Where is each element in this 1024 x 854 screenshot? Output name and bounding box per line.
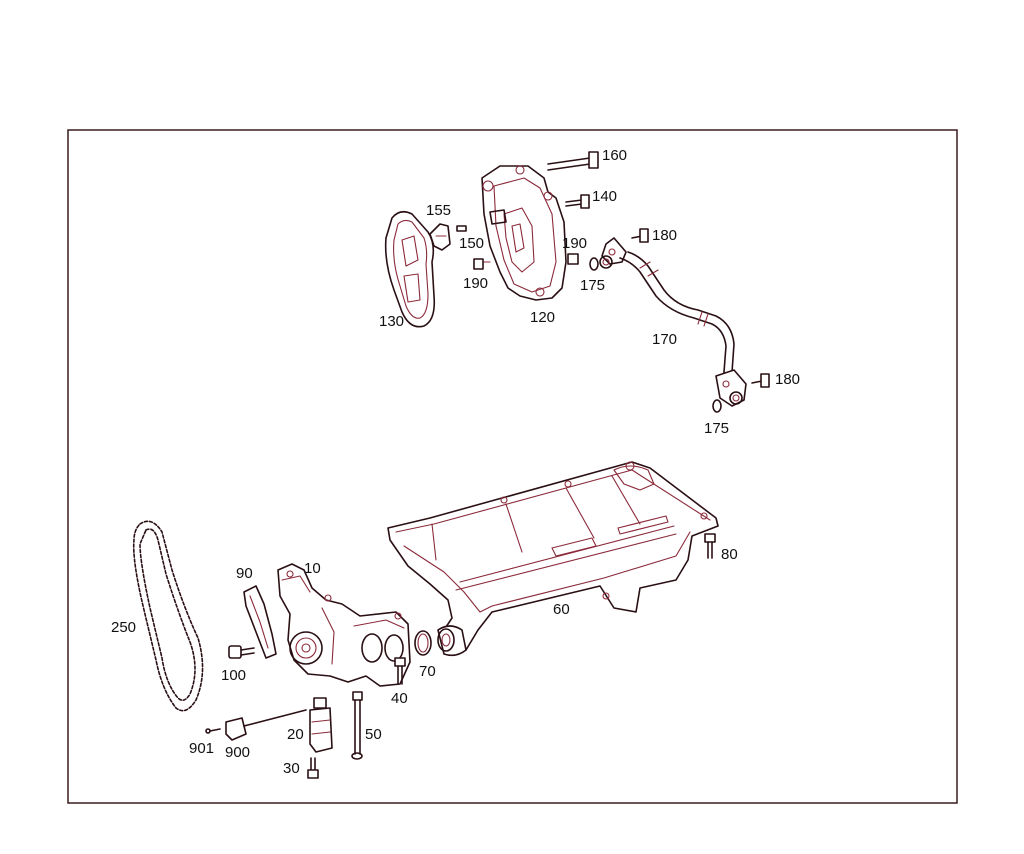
bolt-160 bbox=[547, 151, 599, 171]
label-70: 70 bbox=[419, 663, 436, 680]
pin-901 bbox=[205, 728, 221, 734]
washer-175-top bbox=[589, 257, 599, 271]
bolt-30 bbox=[307, 757, 319, 779]
diagram-frame bbox=[67, 129, 958, 804]
label-120: 120 bbox=[530, 309, 555, 326]
valve-20 bbox=[309, 697, 333, 753]
oring-70 bbox=[414, 630, 432, 656]
housing-120 bbox=[481, 165, 567, 301]
label-250: 250 bbox=[111, 619, 136, 636]
bolt-180-bottom bbox=[751, 373, 770, 388]
connector-900 bbox=[225, 709, 307, 741]
bolt-180-top bbox=[631, 228, 649, 243]
label-900: 900 bbox=[225, 744, 250, 761]
label-40: 40 bbox=[391, 690, 408, 707]
callout-labels: 160 140 155 150 190 180 190 175 130 120 … bbox=[111, 147, 800, 777]
gasket-130 bbox=[384, 210, 436, 328]
label-80: 80 bbox=[721, 546, 738, 563]
label-20: 20 bbox=[287, 726, 304, 743]
label-10: 10 bbox=[304, 560, 321, 577]
pin-150 bbox=[456, 225, 467, 232]
label-140: 140 bbox=[592, 188, 617, 205]
label-30: 30 bbox=[283, 760, 300, 777]
label-150: 150 bbox=[459, 235, 484, 252]
label-901: 901 bbox=[189, 740, 214, 757]
label-175-top: 175 bbox=[580, 277, 605, 294]
label-50: 50 bbox=[365, 726, 382, 743]
oil-pump-10 bbox=[277, 563, 411, 687]
bolt-50 bbox=[351, 691, 363, 760]
label-90: 90 bbox=[236, 565, 253, 582]
guide-90 bbox=[243, 585, 277, 659]
label-155: 155 bbox=[426, 202, 451, 219]
oil-pan-60 bbox=[387, 461, 719, 657]
label-160: 160 bbox=[602, 147, 627, 164]
bolt-100 bbox=[228, 645, 255, 659]
plug-190-left bbox=[473, 258, 491, 270]
label-100: 100 bbox=[221, 667, 246, 684]
bolt-80 bbox=[704, 533, 716, 559]
pipe-170 bbox=[599, 237, 747, 407]
label-180-top: 180 bbox=[652, 227, 677, 244]
washer-175-bottom bbox=[712, 399, 722, 413]
label-190-right: 190 bbox=[562, 235, 587, 252]
label-170: 170 bbox=[652, 331, 677, 348]
label-190-left: 190 bbox=[463, 275, 488, 292]
part-155 bbox=[429, 223, 451, 251]
bolt-40 bbox=[394, 657, 406, 685]
label-180-bottom: 180 bbox=[775, 371, 800, 388]
chain-250 bbox=[132, 520, 204, 712]
label-130: 130 bbox=[379, 313, 404, 330]
bolt-140 bbox=[565, 194, 590, 209]
plug-190-right bbox=[567, 253, 579, 265]
label-60: 60 bbox=[553, 601, 570, 618]
label-175-bottom: 175 bbox=[704, 420, 729, 437]
